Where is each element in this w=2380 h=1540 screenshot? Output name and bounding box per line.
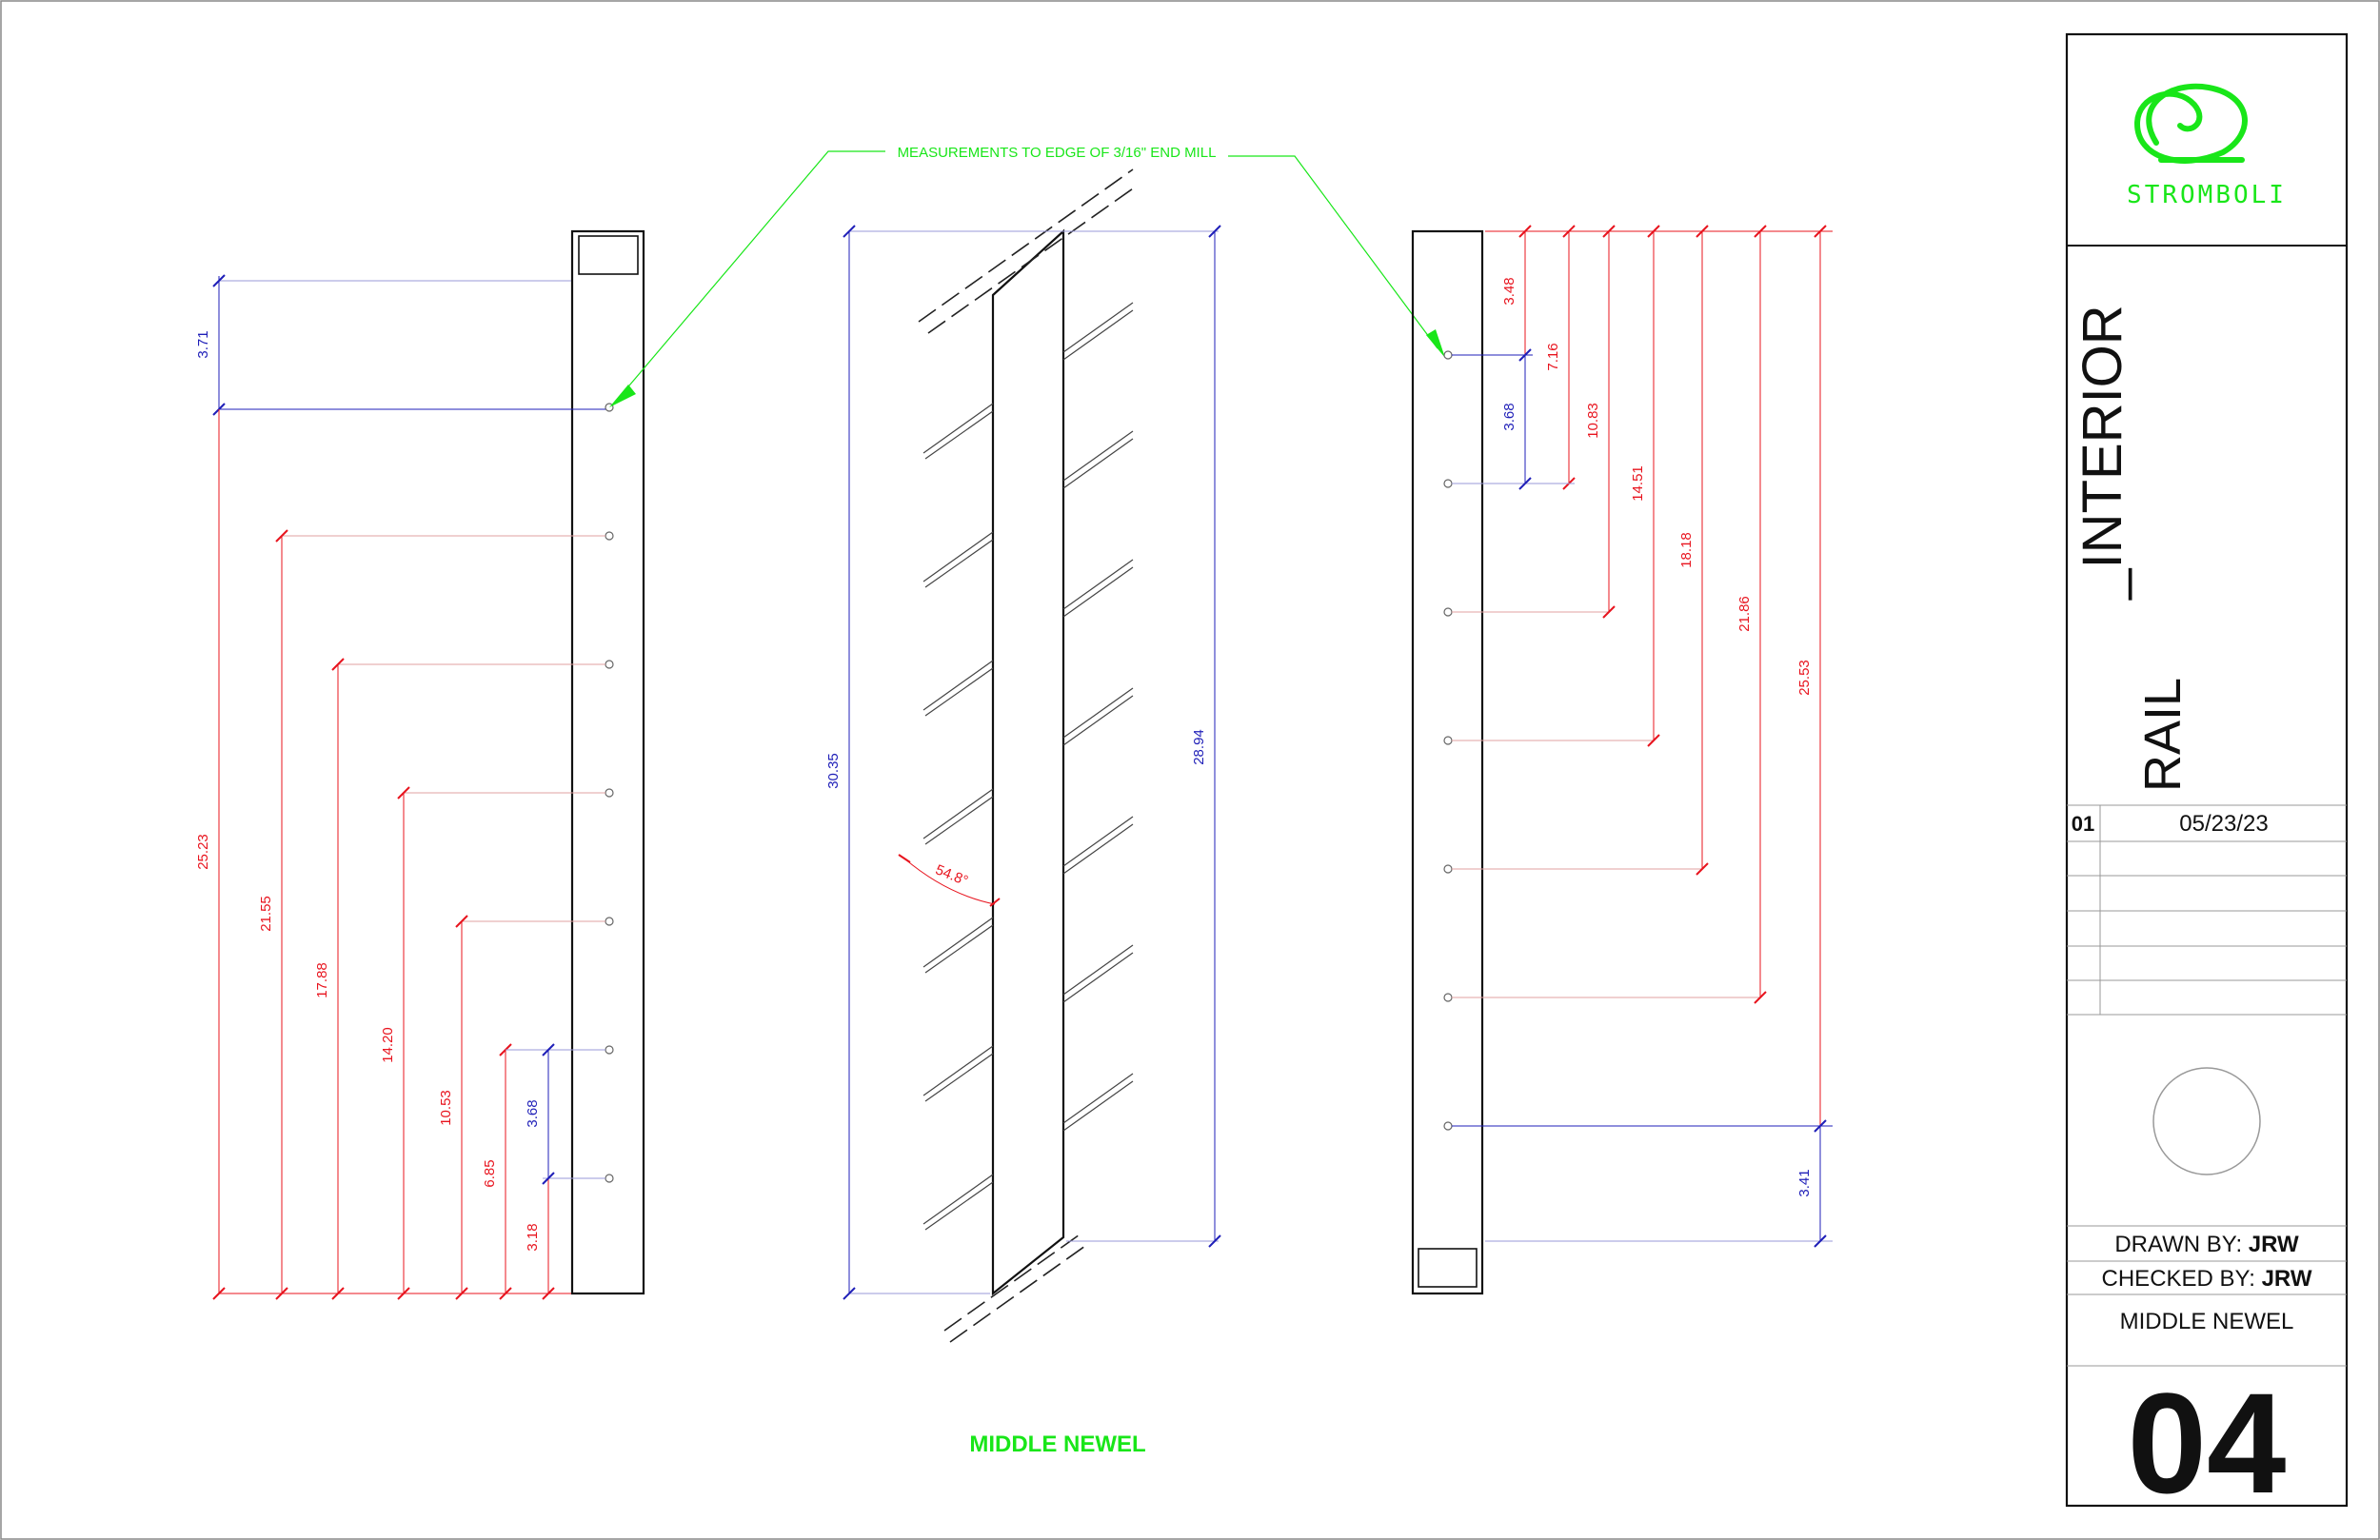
right-blue-dims <box>1452 348 1833 1248</box>
drawing-name: MIDDLE NEWEL <box>2120 1309 2294 1334</box>
right-post-outline <box>1411 229 1484 1295</box>
right-view: 3.48 3.68 7.16 10.83 14.51 18.18 21.86 2… <box>1411 225 1833 1295</box>
dim-label-21-86: 21.86 <box>1736 596 1753 632</box>
dim-label-14-20: 14.20 <box>380 1027 396 1063</box>
signoff-grid <box>2067 1225 2347 1367</box>
right-red-dims <box>1452 225 1833 1126</box>
left-post-top-block <box>578 235 639 275</box>
dim-label-25-53: 25.53 <box>1796 660 1813 696</box>
dim-label-18-18: 18.18 <box>1678 532 1695 568</box>
dim-label-7-16: 7.16 <box>1545 343 1561 370</box>
title-block-circle <box>2152 1067 2261 1175</box>
dim-label-30-35: 30.35 <box>825 753 842 789</box>
title-interior: _INTERIOR <box>2072 305 2133 600</box>
dim-label-17-88: 17.88 <box>314 962 330 998</box>
left-post-outline <box>570 229 645 1295</box>
dim-label-28-94: 28.94 <box>1191 729 1207 765</box>
callout-text: MEASUREMENTS TO EDGE OF 3/16" END MILL <box>898 145 1217 161</box>
left-dim-3-71 <box>212 274 605 416</box>
revision-number: 01 <box>2072 812 2094 836</box>
middle-hole-lines <box>922 302 1134 1231</box>
title-block: STROMBOLI _INTERIOR RAIL 01 05/23/23 DRA… <box>2065 32 2349 1523</box>
left-red-dims <box>212 409 605 1300</box>
dim-label-3-48: 3.48 <box>1501 277 1517 305</box>
dim-label-3-18: 3.18 <box>525 1223 541 1251</box>
dim-label-21-55: 21.55 <box>258 896 274 932</box>
dim-label-14-51: 14.51 <box>1630 465 1646 502</box>
revision-grid <box>2067 804 2347 1016</box>
revision-date: 05/23/23 <box>2179 811 2268 837</box>
right-dim-labels: 3.48 3.68 7.16 10.83 14.51 18.18 21.86 2… <box>1501 277 1813 1196</box>
left-dim-3-68 <box>506 1043 605 1185</box>
logo-text: STROMBOLI <box>2127 181 2287 209</box>
middle-break-lines <box>918 168 1137 1343</box>
drawn-by: DRAWN BY: JRW <box>2114 1232 2299 1257</box>
middle-angle-dim <box>898 854 1001 907</box>
checked-by: CHECKED BY: JRW <box>2102 1266 2312 1292</box>
left-view: 3.71 <box>195 229 645 1300</box>
dim-label-3-41: 3.41 <box>1796 1169 1813 1196</box>
dim-label-10-83: 10.83 <box>1585 403 1601 439</box>
right-post-bottom-block <box>1418 1248 1478 1288</box>
dim-label-10-53: 10.53 <box>438 1090 454 1126</box>
dim-label-3-68: 3.68 <box>525 1099 541 1127</box>
middle-view: 30.35 28.94 54.8° <box>825 168 1221 1343</box>
left-dim-labels: 25.23 21.55 17.88 14.20 10.53 6.85 3.68 … <box>195 834 541 1251</box>
dim-label-25-23: 25.23 <box>195 834 211 870</box>
dim-label-3-68-right: 3.68 <box>1501 403 1517 430</box>
sheet-number: 04 <box>2128 1363 2287 1523</box>
view-title: MIDDLE NEWEL <box>969 1431 1145 1457</box>
title-rail: RAIL <box>2134 678 2192 792</box>
callout-leader <box>609 150 1445 407</box>
middle-overall-dims <box>843 225 1221 1300</box>
left-dim-label-3-71: 3.71 <box>195 330 211 358</box>
dim-label-6-85: 6.85 <box>482 1159 498 1187</box>
middle-post-outline <box>991 228 1065 1296</box>
stromboli-logo <box>2133 83 2248 164</box>
